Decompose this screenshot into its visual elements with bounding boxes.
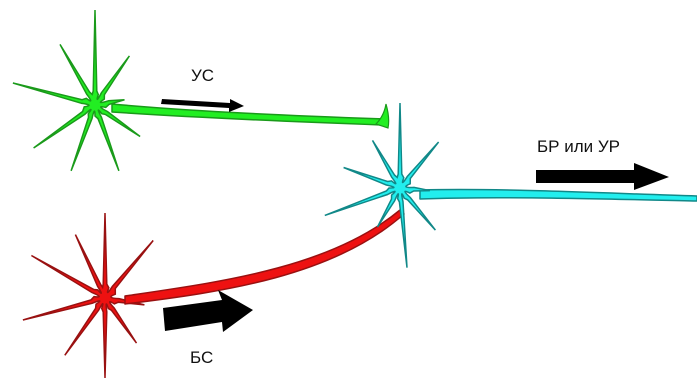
cs-neuron bbox=[12, 9, 390, 172]
us-arrow-icon bbox=[163, 290, 253, 332]
response-label: БР или УР bbox=[537, 137, 620, 156]
cs-synapse-terminal bbox=[374, 103, 390, 129]
response-axon bbox=[419, 188, 697, 202]
us-neuron-body bbox=[22, 212, 154, 379]
cs-arrow-icon bbox=[161, 99, 244, 112]
cs-label: УС bbox=[191, 66, 214, 85]
response-neuron-body bbox=[324, 102, 440, 268]
cs-neuron-body bbox=[12, 9, 141, 172]
response-arrow-icon bbox=[536, 163, 669, 190]
us-label: БС bbox=[190, 348, 213, 367]
response-neuron bbox=[324, 102, 697, 268]
cs-axon bbox=[111, 103, 385, 126]
us-axon bbox=[124, 209, 405, 305]
us-neuron bbox=[22, 209, 405, 379]
